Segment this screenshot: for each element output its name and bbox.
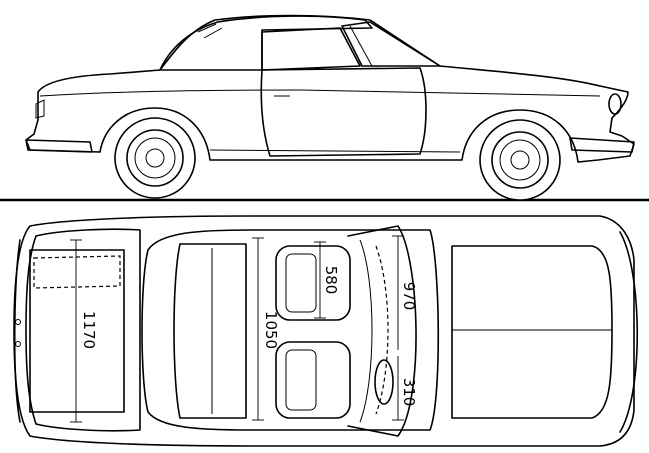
dim-label-rear-length: 1170 [80, 311, 98, 349]
dim-seat-gap: 310 [392, 356, 418, 421]
rear-bumper [25, 139, 93, 153]
roof-seam [197, 23, 217, 33]
rear-seat [173, 243, 247, 419]
dim-rear-length: 1170 [70, 239, 98, 423]
front-seat-left [275, 245, 351, 321]
belt-line [39, 89, 601, 97]
dim-label-cabin-length: 1050 [262, 311, 280, 349]
side-window [261, 27, 361, 71]
rear-lamp-left [15, 319, 21, 325]
hood [451, 245, 613, 419]
front-bumper [569, 137, 635, 153]
dim-cabin-length: 1050 [252, 237, 280, 421]
dim-label-seat-gap: 310 [400, 378, 418, 407]
deck-outline [25, 228, 141, 432]
top-rear-bumper [13, 239, 21, 423]
tail-light [35, 99, 45, 119]
door [260, 67, 427, 157]
front-wheel [479, 119, 561, 201]
dim-front-to-windshield: 970 [392, 235, 418, 350]
top-windshield-inner [359, 239, 373, 423]
dim-label-front-seat-depth: 580 [322, 266, 340, 295]
soft-top [159, 15, 373, 71]
rear-wheel [114, 117, 196, 199]
dim-label-front-to-windshield: 970 [400, 282, 418, 311]
cabin-tub [141, 229, 440, 431]
top-front-bumper [619, 231, 639, 433]
rear-lamp-right [15, 341, 21, 347]
headlight [608, 93, 622, 115]
roof-seam-2 [203, 27, 223, 39]
sill-line [209, 149, 461, 153]
side-view [0, 14, 649, 202]
trunk-lid [29, 249, 125, 413]
front-seat-right [275, 341, 351, 419]
steering-wheel [374, 359, 394, 405]
trunk-hidden-outline [33, 255, 121, 289]
top-view: 1170 1050 580 970 310 [13, 215, 639, 447]
windshield [341, 21, 441, 67]
windshield-sweep [375, 245, 389, 415]
windshield-frame [349, 25, 373, 67]
dim-front-seat-depth: 580 [314, 241, 340, 319]
